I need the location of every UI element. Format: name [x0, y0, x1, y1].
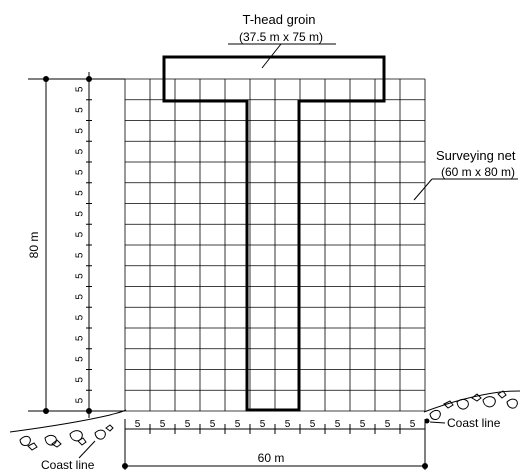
bottom-spacing-label: 5	[310, 419, 316, 430]
coast-left-leader	[78, 440, 96, 459]
net-leader	[413, 178, 433, 201]
groin-leader	[261, 43, 282, 69]
width-dimension	[124, 419, 426, 470]
bottom-spacing-label: 5	[210, 419, 216, 430]
dimension-dot	[43, 408, 49, 414]
t-head-groin-outline	[162, 55, 386, 412]
coast-line-left-label: Coast line	[41, 458, 95, 472]
net-title: Surveying net	[436, 148, 516, 163]
left-spacing-label: 5	[75, 211, 86, 217]
bottom-spacing-label: 5	[335, 419, 341, 430]
width-dim-dot-right	[422, 463, 428, 469]
left-spacing-label: 5	[75, 190, 86, 196]
left-spacing-label: 5	[75, 273, 86, 279]
coast-line-left	[9, 409, 127, 451]
left-spacing-label: 5	[75, 294, 86, 300]
bottom-spacing-label: 5	[160, 419, 166, 430]
left-spacing-labels: 5 5 5 5 5 5 5 5 5 5 5 5 5 5 5 5	[75, 86, 86, 403]
left-spacing-label: 5	[75, 128, 86, 134]
bottom-spacing-label: 5	[260, 419, 266, 430]
coast-right-dot	[424, 418, 430, 424]
bottom-spacing-label: 5	[385, 419, 391, 430]
left-spacing-label: 5	[75, 148, 86, 154]
coast-line-right	[423, 390, 521, 420]
coast-line-right-label: Coast line	[447, 416, 501, 430]
dimension-dots	[43, 76, 92, 414]
bottom-spacing-label: 5	[285, 419, 291, 430]
left-spacing-ticks	[86, 78, 92, 412]
left-spacing-label: 5	[75, 86, 86, 92]
surveying-grid	[124, 78, 426, 412]
width-dim-dot-left	[122, 463, 128, 469]
bottom-spacing-label: 5	[410, 419, 416, 430]
left-spacing-label: 5	[75, 356, 86, 362]
groin-size: (37.5 m x 75 m)	[239, 30, 323, 44]
left-spacing-label: 5	[75, 107, 86, 113]
net-size: (60 m x 80 m)	[441, 165, 515, 179]
bottom-spacing-label: 5	[235, 419, 241, 430]
height-dimension	[28, 72, 125, 418]
dimension-dot	[43, 76, 49, 82]
bottom-spacing-label: 5	[360, 419, 366, 430]
bottom-spacing-label: 5	[135, 419, 141, 430]
bottom-spacing-labels: 5 5 5 5 5 5 5 5 5 5 5 5	[135, 419, 416, 430]
coast-right-leader	[429, 421, 446, 424]
left-spacing-label: 5	[75, 314, 86, 320]
bottom-spacing-label: 5	[185, 419, 191, 430]
left-spacing-label: 5	[75, 169, 86, 175]
groin-title: T-head groin	[243, 12, 316, 27]
left-spacing-label: 5	[75, 335, 86, 341]
left-spacing-label: 5	[75, 252, 86, 258]
height-label: 80 m	[27, 232, 41, 259]
left-spacing-label: 5	[75, 377, 86, 383]
left-spacing-label: 5	[75, 231, 86, 237]
width-label: 60 m	[258, 451, 285, 465]
left-spacing-label: 5	[75, 397, 86, 403]
